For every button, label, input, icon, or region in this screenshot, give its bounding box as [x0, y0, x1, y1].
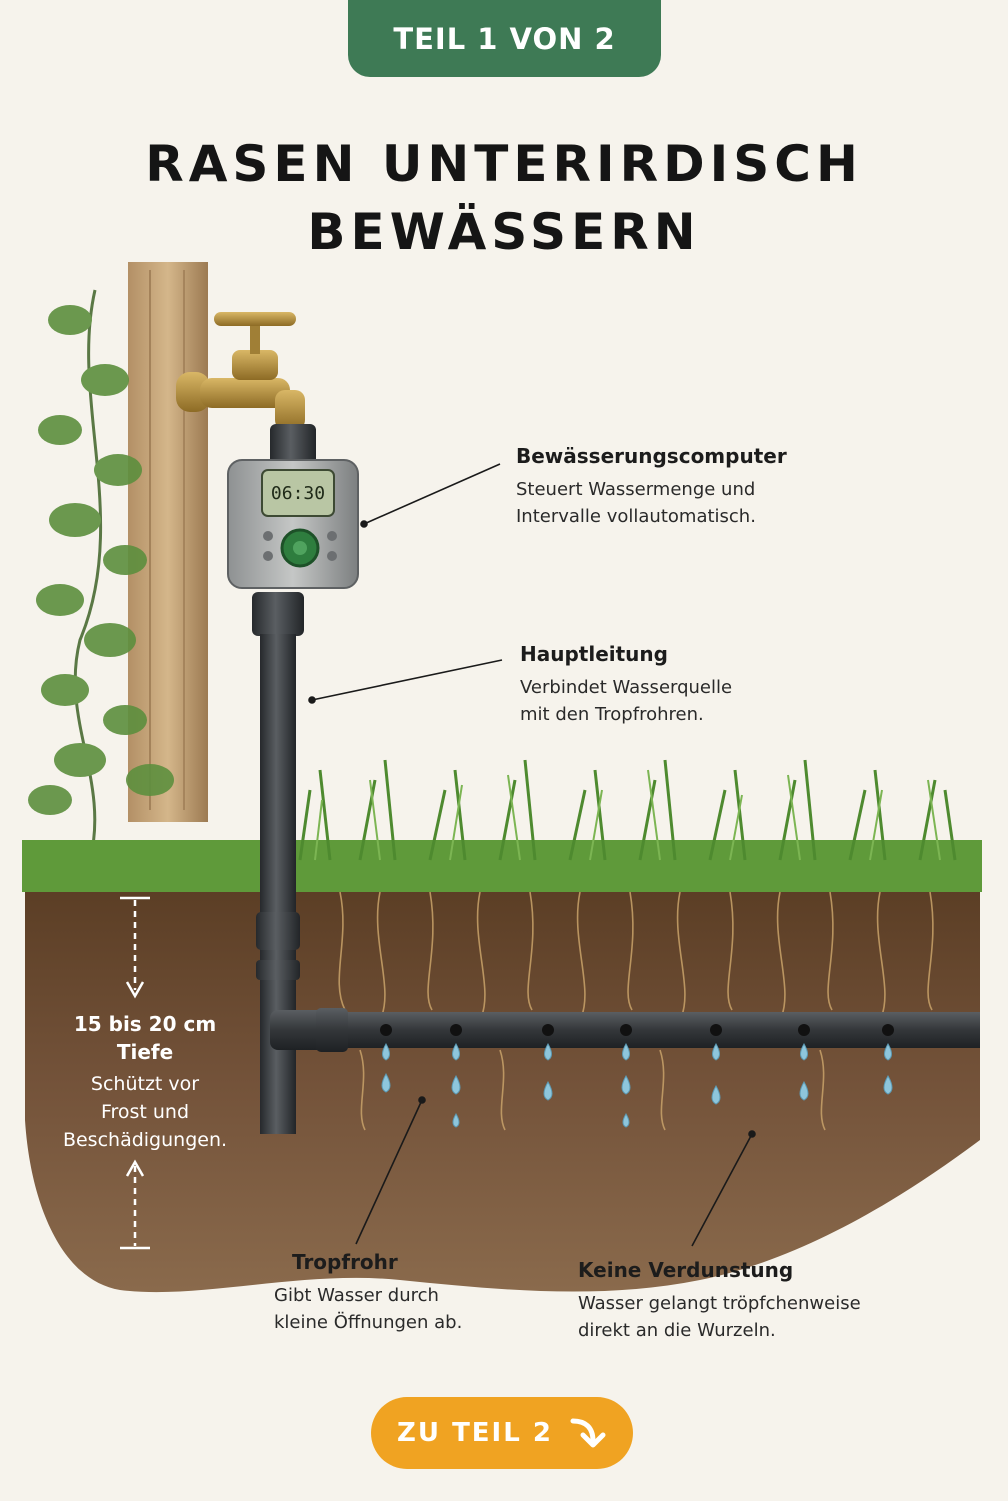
main-pipe [260, 634, 296, 1134]
label-computer-line1: Steuert Wassermenge und [516, 479, 756, 500]
label-drip-pipe: Tropfrohr Gibt Wasser durch kleine Öffnu… [274, 1250, 574, 1336]
ivy-vine [28, 289, 174, 861]
timer-coupling [270, 424, 316, 466]
label-computer: Bewässerungscomputer Steuert Wassermenge… [516, 444, 936, 530]
label-no-evaporation-line1: Wasser gelangt tröpfchenweise [578, 1293, 861, 1314]
depth-arrow [120, 896, 150, 1250]
part-badge: TEIL 1 VON 2 [348, 0, 661, 77]
arrow-down-right-icon [567, 1413, 607, 1453]
water-droplets [381, 1043, 893, 1128]
depth-heading-line2: Tiefe [116, 1040, 174, 1064]
leader-lines [308, 463, 756, 1247]
depth-heading-line1: 15 bis 20 cm [73, 1012, 217, 1036]
page-title-line1: RASEN UNTERIRDISCH [145, 135, 863, 193]
label-main-line-line2: mit den Tropfrohren. [520, 704, 704, 725]
drip-holes [380, 1024, 894, 1036]
grass-blades [298, 759, 957, 861]
page-title: RASEN UNTERIRDISCH BEWÄSSERN [0, 130, 1008, 266]
page-title-line2: BEWÄSSERN [307, 203, 701, 261]
lower-coupling [252, 592, 304, 636]
depth-text-line2: Frost und [100, 1101, 190, 1123]
depth-text-line3: Beschädigungen. [62, 1129, 228, 1151]
label-drip-pipe-heading: Tropfrohr [292, 1250, 398, 1274]
label-main-line-heading: Hauptleitung [520, 642, 668, 666]
label-no-evaporation: Keine Verdunstung Wasser gelangt tröpfch… [578, 1258, 978, 1344]
label-no-evaporation-heading: Keine Verdunstung [578, 1258, 794, 1282]
label-computer-heading: Bewässerungscomputer [516, 444, 787, 468]
label-no-evaporation-line2: direkt an die Wurzeln. [578, 1320, 776, 1341]
irrigation-timer [227, 459, 359, 589]
next-part-button-label: ZU TEIL 2 [397, 1418, 553, 1448]
drip-pipe [320, 1012, 980, 1048]
faucet [176, 312, 305, 430]
timer-display: 06:30 [262, 470, 334, 516]
depth-annotation: 15 bis 20 cm Tiefe Schützt vor Frost und… [40, 1010, 250, 1154]
label-main-line: Hauptleitung Verbindet Wasserquelle mit … [520, 642, 940, 728]
label-drip-pipe-line1: Gibt Wasser durch [274, 1285, 439, 1306]
timer-display-text: 06:30 [270, 482, 326, 504]
next-part-button[interactable]: ZU TEIL 2 [371, 1397, 633, 1469]
label-main-line-line1: Verbindet Wasserquelle [520, 677, 733, 698]
label-computer-line2: Intervalle vollautomatisch. [516, 506, 756, 527]
part-badge-label: TEIL 1 VON 2 [393, 21, 616, 56]
depth-text-line1: Schützt vor [90, 1073, 200, 1095]
label-drip-pipe-line2: kleine Öffnungen ab. [274, 1312, 463, 1333]
wooden-post [128, 262, 208, 822]
grass-roots [338, 891, 934, 1131]
